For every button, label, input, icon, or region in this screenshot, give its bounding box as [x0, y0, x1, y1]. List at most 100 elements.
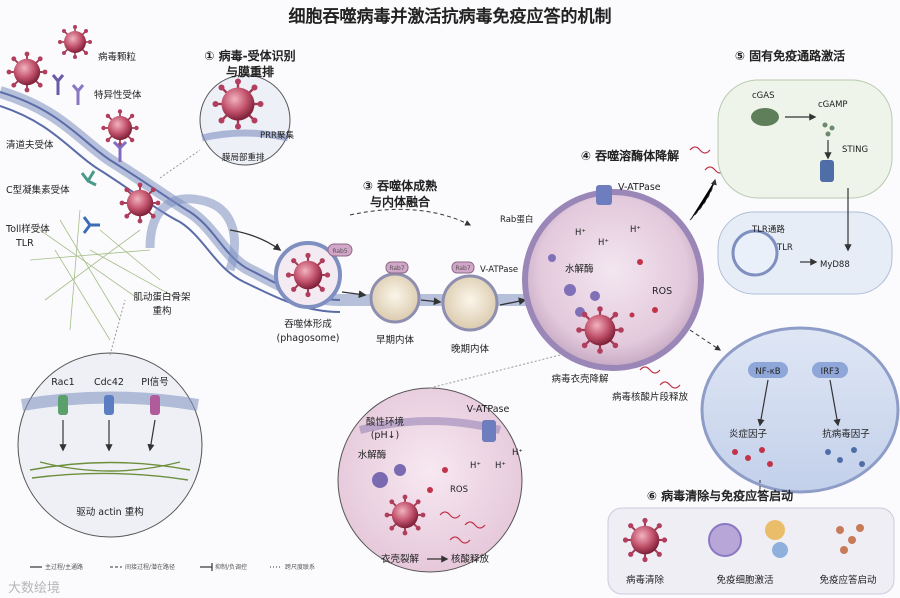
label-local-rearrange: 膜局部重排 — [222, 152, 265, 163]
degradation-zoom-circle — [337, 387, 523, 573]
rab7-badge: Rab7 — [389, 265, 405, 272]
cgas-icon — [751, 108, 779, 126]
label-response-start: 免疫应答启动 — [819, 574, 876, 586]
label-rac1: Rac1 — [51, 377, 74, 388]
receptor-icons — [51, 74, 128, 234]
lymphocyte-icon — [772, 542, 788, 558]
label-tlr-path: TLR通路 — [751, 224, 785, 235]
cytokine-icons — [836, 524, 864, 554]
label-actin-remodel: 肌动蛋白骨架 — [133, 291, 191, 303]
label-rab-protein: Rab蛋白 — [500, 214, 533, 225]
dendritic-cell-icon — [765, 520, 785, 540]
hplus-2: H⁺ — [598, 238, 609, 248]
label-irf3: IRF3 — [821, 367, 840, 377]
early-endosome — [369, 272, 421, 324]
label-cdc42: Cdc42 — [94, 377, 124, 388]
label-immune-act: 免疫细胞激活 — [716, 574, 774, 586]
sting-icon — [820, 160, 834, 182]
hplus-1: H⁺ — [575, 228, 586, 238]
vatpase-zoom-icon — [482, 420, 496, 442]
step4-title: ④ 吞噬溶酶体降解 — [581, 148, 679, 163]
label-tlr: TLR — [15, 238, 34, 249]
step3-subtitle: 与内体融合 — [370, 194, 431, 209]
ros-icons — [629, 259, 658, 318]
hplus-zoom-3: H⁺ — [512, 448, 523, 458]
label-specific-receptor: 特异性受体 — [94, 89, 142, 101]
label-actin-remodel-2: 重构 — [152, 305, 171, 317]
step6-title: ⑥ 病毒清除与免疫应答启动 — [647, 488, 793, 503]
label-capsid-lysis: 衣壳裂解 — [381, 553, 420, 565]
virus-particle-icon — [100, 108, 140, 148]
pi-icon — [150, 395, 160, 415]
late-endosome — [441, 274, 499, 332]
cgamp-icon — [822, 122, 835, 137]
actin-filaments — [29, 461, 191, 481]
rab5-badge: Rab5 — [332, 248, 348, 255]
label-late-endosome: 晚期内体 — [451, 343, 490, 355]
cleared-virus-icon — [621, 516, 669, 564]
label-toll-like: Toll样受体 — [5, 223, 50, 235]
virus-particle-icon — [57, 24, 93, 60]
label-pi-signal: PI信号 — [141, 376, 169, 388]
label-ros-zoom: ROS — [450, 485, 468, 495]
label-phagosome-en: (phagosome) — [277, 333, 340, 344]
label-antiviral: 抗病毒因子 — [822, 428, 870, 440]
actin-network — [29, 209, 181, 341]
label-prr-cluster: PRR聚集 — [260, 130, 294, 141]
label-inflammatory: 炎症因子 — [729, 428, 768, 440]
virus-particle-icon — [118, 181, 162, 225]
label-myd88: MyD88 — [820, 260, 850, 270]
immune-cell-icon — [708, 523, 742, 557]
inflammatory-factor-icons — [732, 447, 773, 467]
hydrolase-zoom-icons — [372, 464, 406, 488]
page-title: 细胞吞噬病毒并激活抗病毒免疫应答的机制 — [289, 6, 612, 27]
cytosol-compartment — [717, 79, 893, 199]
label-hydrolase: 水解酶 — [565, 263, 594, 275]
label-tlr-small: TLR — [776, 243, 793, 253]
antiviral-factor-icons — [825, 447, 865, 467]
label-hydrolase-zoom: 水解酶 — [358, 449, 387, 461]
rab7-badge-2: Rab7 — [455, 265, 471, 272]
virus-particle-icon — [284, 251, 332, 299]
label-virus-particle: 病毒颗粒 — [98, 51, 137, 63]
label-acid-env: 酸性环境 — [366, 416, 405, 428]
response-panel — [607, 507, 895, 595]
label-ph: (pH↓) — [371, 430, 400, 441]
label-na-release: 病毒核酸片段释放 — [612, 391, 689, 403]
label-ctype-lectin: C型凝集素受体 — [6, 184, 70, 196]
step1-zoom-circle — [199, 74, 291, 166]
label-na-release-2: 核酸释放 — [451, 553, 490, 565]
label-vatpase-zoom: V-ATPase — [467, 404, 510, 415]
hplus-zoom-2: H⁺ — [495, 461, 506, 471]
phagolysosome — [522, 189, 704, 371]
rac1-icon — [58, 395, 68, 415]
cdc42-icon — [104, 395, 114, 415]
lysing-virus-icon — [383, 493, 427, 537]
virus-particle-icon — [211, 77, 265, 131]
legend-inhibit: 抑制/负调控 — [215, 563, 247, 571]
released-nucleic-acid — [439, 511, 486, 544]
label-cgas: cGAS — [752, 91, 774, 101]
label-cgamp: cGAMP — [818, 100, 848, 110]
label-early-endosome: 早期内体 — [376, 334, 415, 346]
step1-title: ① 病毒-受体识别 — [204, 48, 295, 63]
label-drive-actin: 驱动 actin 重构 — [76, 506, 143, 518]
label-vatpase-top: V-ATPase — [618, 182, 661, 193]
watermark: 大数绘境 — [8, 581, 60, 596]
ros-zoom-icons — [427, 467, 448, 493]
hydrolase-icons — [548, 254, 600, 317]
legend: 主过程/主通路 间接过程/潜在路径 抑制/负调控 跨尺度联系 — [30, 563, 315, 571]
legend-main: 主过程/主通路 — [45, 563, 83, 571]
legend-indirect: 间接过程/潜在路径 — [125, 563, 175, 571]
virus-particle-icon — [5, 50, 49, 94]
label-sting: STING — [842, 145, 868, 155]
hplus-zoom-1: H⁺ — [470, 461, 481, 471]
label-clear: 病毒清除 — [626, 574, 665, 586]
label-phagosome: 吞噬体形成 — [284, 318, 332, 330]
label-nfkb: NF-κB — [755, 367, 780, 377]
nucleus — [700, 326, 900, 494]
step5-title: ⑤ 固有免疫通路激活 — [735, 48, 845, 63]
nucleic-acid-fragments — [639, 146, 726, 389]
hplus-3: H⁺ — [630, 225, 641, 235]
